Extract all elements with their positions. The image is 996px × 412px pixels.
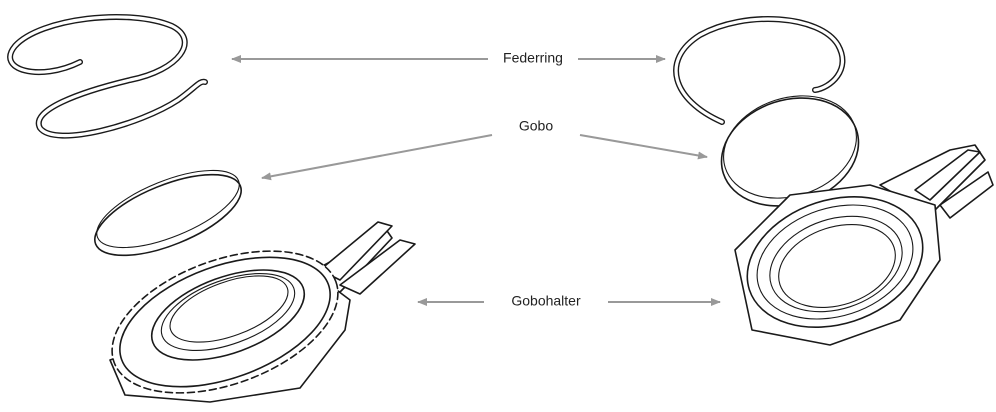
arrow-gobo-left: [261, 134, 493, 181]
label-gobohalter: Gobohalter: [511, 293, 581, 309]
gobo-holder-left: [109, 221, 416, 403]
arrow-gobo-right: [579, 134, 708, 160]
arrows: [231, 55, 721, 306]
label-gobo: Gobo: [519, 118, 553, 134]
spring-ring-left: [7, 13, 208, 139]
gobo-disc-left: [94, 169, 242, 257]
label-federring: Federring: [503, 50, 563, 66]
gobo-holder-right: [734, 144, 994, 346]
spring-ring-right: [673, 16, 846, 125]
